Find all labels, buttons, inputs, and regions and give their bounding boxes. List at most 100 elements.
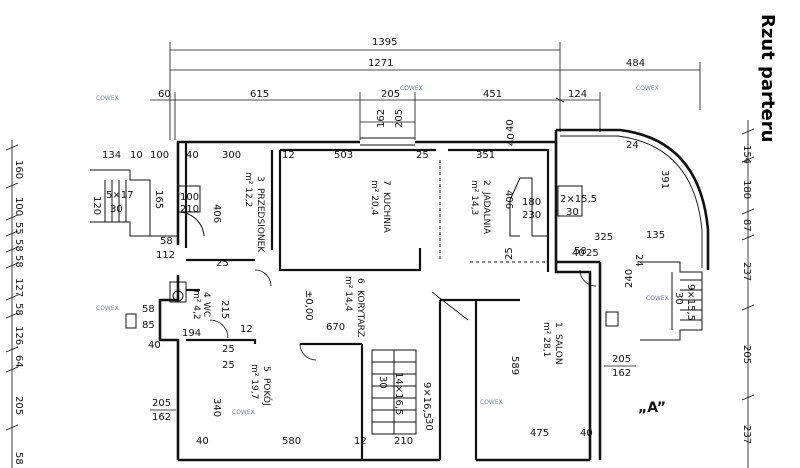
left-dimension-line bbox=[5, 140, 19, 468]
top-window bbox=[360, 137, 415, 146]
room-5-label: 5 POKÓJ m² 19,7 bbox=[249, 364, 273, 406]
room-3-number: 3 bbox=[255, 176, 265, 182]
corridor-stair-b: 9×16,5 bbox=[421, 382, 432, 419]
room-5-number: 5 bbox=[261, 366, 271, 372]
left-dim-5: 127 bbox=[13, 278, 24, 297]
terrace-stair-steps: 9×15,5 bbox=[685, 284, 696, 321]
dim-40a: 40 bbox=[186, 150, 199, 161]
right-dimension-line bbox=[741, 120, 755, 468]
entry-door-w: 100 bbox=[180, 192, 199, 203]
dim-row3-a: 60 bbox=[158, 89, 171, 100]
room-4-name: WC bbox=[201, 302, 211, 317]
room-5-name: POKÓJ bbox=[261, 378, 273, 406]
corridor-stair-a-tread: 30 bbox=[377, 376, 388, 389]
dim-row3-b: 615 bbox=[250, 89, 269, 100]
room-3-name: PRZEDSIONEK bbox=[255, 188, 265, 253]
room-6-number: 6 bbox=[355, 278, 365, 284]
room-4-area: m² 4,2 bbox=[191, 290, 201, 320]
watermark-3: COWEX bbox=[636, 85, 659, 92]
dim-bottom-580: 580 bbox=[282, 436, 301, 447]
dim-top-total: 1395 bbox=[372, 37, 397, 48]
dim-134: 134 bbox=[102, 150, 121, 161]
dim-left-window-162: 162 bbox=[152, 412, 171, 423]
right-dim-2: 87 bbox=[741, 219, 752, 232]
dim-left-window-205: 205 bbox=[152, 398, 171, 409]
watermark-7: COWEX bbox=[646, 295, 669, 302]
dim-bottom-40b: 40 bbox=[580, 428, 593, 439]
wc-fixtures bbox=[125, 281, 619, 329]
dim-215: 215 bbox=[219, 300, 230, 319]
left-dim-8: 64 bbox=[13, 355, 24, 368]
room-3-area: m² 12,2 bbox=[243, 172, 253, 207]
dim-12b: 12 bbox=[240, 324, 253, 335]
dim-right-window-162: 162 bbox=[612, 368, 631, 379]
dim-row3-c: 205 bbox=[381, 89, 400, 100]
right-dim-3: 237 bbox=[741, 262, 752, 281]
dim-row4-b: 205 bbox=[394, 109, 405, 128]
watermark-2: COWEX bbox=[400, 85, 423, 92]
room-1-label: 1 SALON m² 28,1 bbox=[541, 322, 563, 365]
dim-40d: 40 bbox=[572, 248, 585, 259]
right-dim-4: 205 bbox=[741, 345, 752, 364]
dim-406b: 406 bbox=[503, 190, 514, 209]
dim-100: 100 bbox=[150, 150, 169, 161]
room-7-number: 7 bbox=[381, 180, 391, 186]
dining-door-h: 230 bbox=[522, 210, 541, 221]
dim-351: 351 bbox=[476, 150, 495, 161]
room-7-label: 7 KUCHNIA m² 20,4 bbox=[369, 180, 391, 234]
dim-40c: 40 bbox=[148, 340, 161, 351]
dim-25b: 25 bbox=[216, 258, 229, 269]
corridor-stair-b-tread: 30 bbox=[423, 418, 434, 431]
dim-503: 503 bbox=[334, 150, 353, 161]
entry-stair-steps: 5×17 bbox=[106, 190, 133, 201]
dim-300: 300 bbox=[222, 150, 241, 161]
dim-bottom-475: 475 bbox=[530, 428, 549, 439]
interior-walls bbox=[184, 142, 550, 460]
dim-bottom-40a: 40 bbox=[196, 436, 209, 447]
section-marker: „A” bbox=[638, 400, 666, 416]
left-dim-9: 205 bbox=[13, 396, 24, 415]
room-2-name: JADALNIA bbox=[481, 191, 491, 235]
terrace-stair-tread: 30 bbox=[673, 292, 684, 305]
right-dim-5: 237 bbox=[741, 425, 752, 444]
entry-stair bbox=[90, 169, 178, 237]
room-4-number: 4 bbox=[201, 292, 211, 298]
left-dim-4: 58 bbox=[13, 255, 24, 268]
room-6-area: m² 14,4 bbox=[343, 276, 353, 312]
dim-240: 240 bbox=[624, 269, 635, 288]
window-dim-lines bbox=[150, 365, 636, 411]
corridor-stair bbox=[371, 349, 417, 435]
dim-25d: 25 bbox=[222, 344, 235, 355]
bay-window bbox=[560, 135, 703, 268]
left-dim-1: 100 bbox=[13, 197, 24, 216]
dim-589: 589 bbox=[509, 356, 520, 375]
watermark-6: COWEX bbox=[480, 399, 503, 406]
entry-door-h: 210 bbox=[180, 204, 199, 215]
door-swings bbox=[209, 269, 597, 361]
dim-row3-e: 124 bbox=[568, 89, 587, 100]
room-4-label: 4 WC m² 4,2 bbox=[191, 290, 211, 320]
room-2-label: 2 JADALNIA m² 14,3 bbox=[469, 180, 491, 235]
watermark-4: COWEX bbox=[96, 305, 119, 312]
dim-40b: 40 bbox=[506, 133, 517, 146]
dim-bottom-12: 12 bbox=[354, 436, 367, 447]
room-5-area: m² 19,7 bbox=[249, 364, 259, 399]
dim-325: 325 bbox=[594, 232, 613, 243]
room-2-number: 2 bbox=[481, 180, 491, 186]
dining-door-w: 180 bbox=[522, 197, 541, 208]
dim-670: 670 bbox=[326, 322, 345, 333]
left-dim-0: 160 bbox=[13, 160, 24, 179]
left-dim-10: 58 bbox=[13, 452, 24, 465]
dim-10a: 10 bbox=[130, 150, 143, 161]
dashed-dividers bbox=[439, 160, 548, 263]
room-6-name: KORYTARZ bbox=[355, 290, 365, 337]
top-dimension-lines bbox=[150, 42, 701, 140]
dim-406a: 406 bbox=[211, 204, 222, 223]
terrace-stair bbox=[640, 261, 703, 341]
dim-58c: 58 bbox=[574, 246, 587, 257]
dim-25f: 25 bbox=[586, 248, 599, 259]
dim-120: 120 bbox=[91, 196, 102, 215]
room-6-label: 6 KORYTARZ m² 14,4 bbox=[343, 276, 365, 337]
room-7-area: m² 20,4 bbox=[369, 180, 379, 216]
